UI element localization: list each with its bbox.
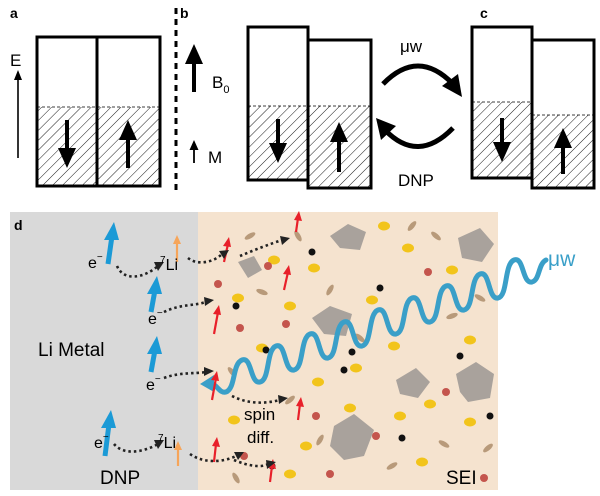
dnp-cycle-arrow bbox=[376, 118, 455, 149]
cycle-arrows: μw DNP bbox=[376, 37, 462, 190]
sei-red-particles bbox=[214, 262, 488, 482]
sei-tan-particles bbox=[227, 221, 493, 484]
spin-up-level-a bbox=[95, 35, 162, 188]
electron-label-2: e− bbox=[148, 308, 163, 328]
sei-label: SEI bbox=[446, 468, 477, 489]
spin-diffusion-label-2: diff. bbox=[247, 428, 274, 447]
spin-down-level-b bbox=[246, 25, 310, 182]
panel-c-letter: c bbox=[480, 5, 488, 21]
electron-label-3: e− bbox=[146, 374, 161, 394]
spin-up-arrow-a bbox=[119, 120, 137, 168]
panel-d: d bbox=[10, 211, 576, 490]
transfer-arrowheads bbox=[154, 236, 290, 469]
b0-field-arrow bbox=[185, 44, 203, 92]
b0-field-label: B0 bbox=[212, 73, 229, 96]
mw-cycle-arrow bbox=[381, 63, 462, 97]
spin-up-arrow-b bbox=[330, 122, 348, 172]
panel-b-letter: b bbox=[180, 5, 189, 21]
mw-label: μw bbox=[548, 248, 576, 271]
panel-a: a E bbox=[10, 5, 162, 188]
mw-cycle-label: μw bbox=[400, 37, 423, 56]
energy-axis-label: E bbox=[10, 51, 21, 70]
electron-label-4: e− bbox=[94, 432, 109, 452]
dnp-bottom-label: DNP bbox=[100, 468, 140, 489]
panel-c: c bbox=[470, 5, 596, 190]
spin-down-arrow-a bbox=[58, 120, 76, 168]
microwave-wave bbox=[204, 257, 549, 395]
li-metal-region bbox=[10, 212, 198, 490]
li7-label-1: 7Li bbox=[160, 255, 178, 274]
spin-down-level-a bbox=[35, 35, 99, 188]
spin-diffusion-label-1: spin bbox=[244, 405, 275, 424]
li7-label-2: 7Li bbox=[158, 433, 176, 452]
spin-up-level-c bbox=[530, 38, 596, 190]
spin-up-level-b bbox=[306, 38, 373, 190]
electron-spin-arrows bbox=[101, 222, 162, 457]
panel-d-letter: d bbox=[14, 217, 23, 233]
dnp-cycle-label: DNP bbox=[398, 171, 434, 190]
spin-down-arrow-b bbox=[269, 119, 287, 163]
transfer-paths bbox=[113, 238, 283, 468]
electron-label-1: e− bbox=[88, 252, 103, 272]
spin-down-arrow-c bbox=[493, 118, 511, 162]
magnetization-label: M bbox=[208, 148, 222, 167]
spin-up-arrow-c bbox=[554, 128, 572, 174]
spin-down-level-c bbox=[470, 25, 534, 180]
li7-spin-arrows bbox=[173, 235, 182, 466]
energy-axis-arrow bbox=[14, 70, 22, 158]
sei-gray-particles bbox=[238, 224, 494, 460]
panel-b: b B0 M bbox=[180, 5, 373, 190]
panel-a-letter: a bbox=[10, 5, 18, 21]
magnetization-arrow bbox=[189, 140, 199, 163]
microwave-arrowhead bbox=[200, 375, 214, 392]
li-metal-label: Li Metal bbox=[38, 340, 105, 361]
sei-yellow-particles bbox=[228, 221, 476, 479]
